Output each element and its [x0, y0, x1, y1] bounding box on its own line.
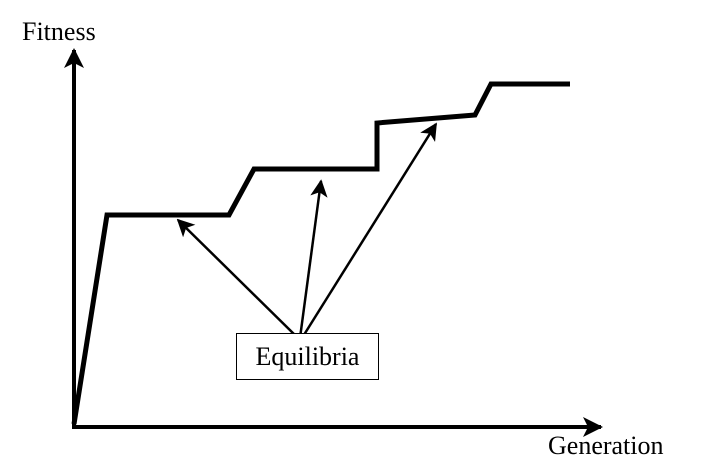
x-axis-label: Generation [548, 431, 664, 460]
equilibria-callout-label: Equilibria [255, 341, 360, 371]
equilibrium-arrow-1 [176, 218, 299, 339]
equilibrium-arrow-2 [298, 179, 328, 339]
equilibria-callout-box: Equilibria [236, 333, 379, 380]
fitness-curve [71, 81, 570, 425]
equilibrium-arrow-3 [300, 122, 438, 339]
y-axis-label: Fitness [22, 17, 96, 46]
